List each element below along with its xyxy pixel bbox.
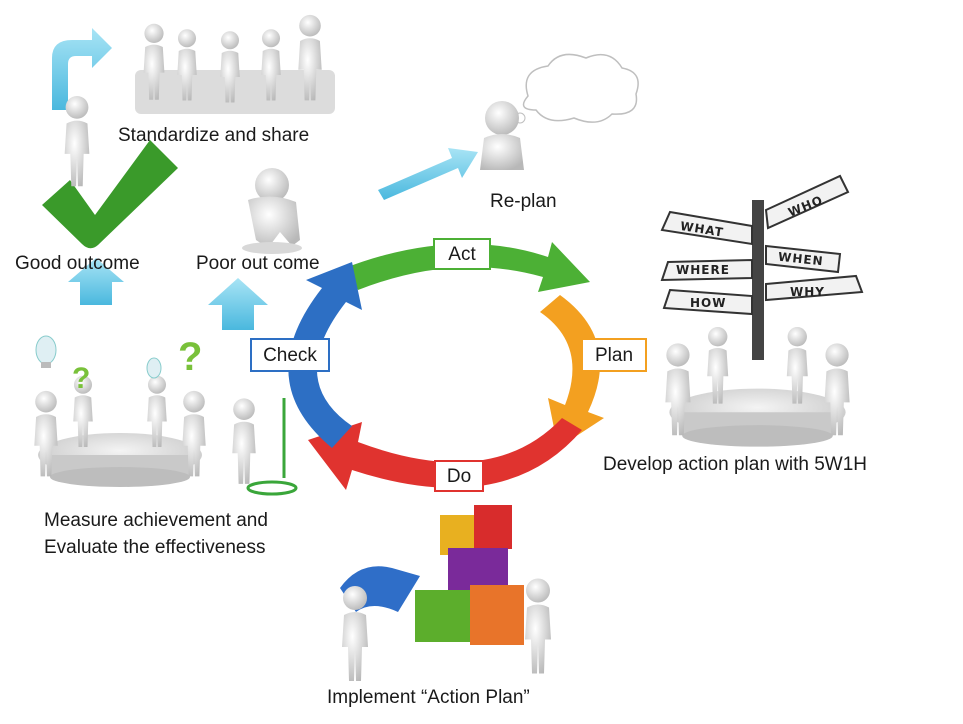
pdca-cycle xyxy=(288,242,604,490)
do-label: Do xyxy=(434,460,484,492)
curved-arrow-icon xyxy=(52,28,112,110)
lightbulb-icon xyxy=(35,335,57,368)
check-label: Check xyxy=(250,338,330,372)
signpost-icon: WHAT WHO WHERE WHEN HOW WHY xyxy=(660,174,864,360)
sign-when: WHEN xyxy=(777,250,824,269)
up-arrow-icon xyxy=(208,278,268,330)
poor-outcome-caption: Poor out come xyxy=(196,253,320,274)
measuring-figure-icon xyxy=(232,398,298,496)
good-outcome-caption: Good outcome xyxy=(15,253,140,274)
lightbulb-icon xyxy=(146,357,162,379)
worker-figure-icon xyxy=(525,578,551,674)
worker-figure-icon xyxy=(342,586,368,681)
replan-caption: Re-plan xyxy=(490,191,557,212)
sign-why: WHY xyxy=(790,285,825,299)
plan-arrow xyxy=(540,295,604,448)
replan-arrow-icon xyxy=(378,148,478,200)
plan-label: Plan xyxy=(581,338,647,372)
implement-caption: Implement “Action Plan” xyxy=(327,687,530,708)
thought-bubble-icon xyxy=(506,53,639,132)
sign-what: WHAT xyxy=(679,219,724,240)
develop-plan-caption: Develop action plan with 5W1H xyxy=(603,454,868,475)
standardize-caption: Standardize and share xyxy=(118,125,310,146)
sign-how: HOW xyxy=(690,296,726,310)
sad-figure-icon xyxy=(242,168,302,254)
measure-caption-line1: Measure achievement and xyxy=(44,510,268,531)
standardize-group xyxy=(52,14,335,114)
act-label: Act xyxy=(433,238,491,270)
do-arrow xyxy=(308,418,582,490)
question-mark-icon: ? xyxy=(178,335,202,379)
puzzle-icon xyxy=(340,505,524,645)
thinking-figure-icon xyxy=(480,101,524,170)
jumping-figure-icon xyxy=(64,95,90,187)
question-mark-icon: ? xyxy=(72,362,90,395)
meeting-figures-icon xyxy=(135,14,335,114)
sign-where: WHERE xyxy=(676,263,730,277)
measure-caption-line2: Evaluate the effectiveness xyxy=(44,537,266,558)
evaluation-table-icon xyxy=(34,376,205,487)
check-arrow xyxy=(288,262,362,448)
checkmark-icon xyxy=(42,140,178,249)
up-arrow-icon xyxy=(68,258,124,305)
